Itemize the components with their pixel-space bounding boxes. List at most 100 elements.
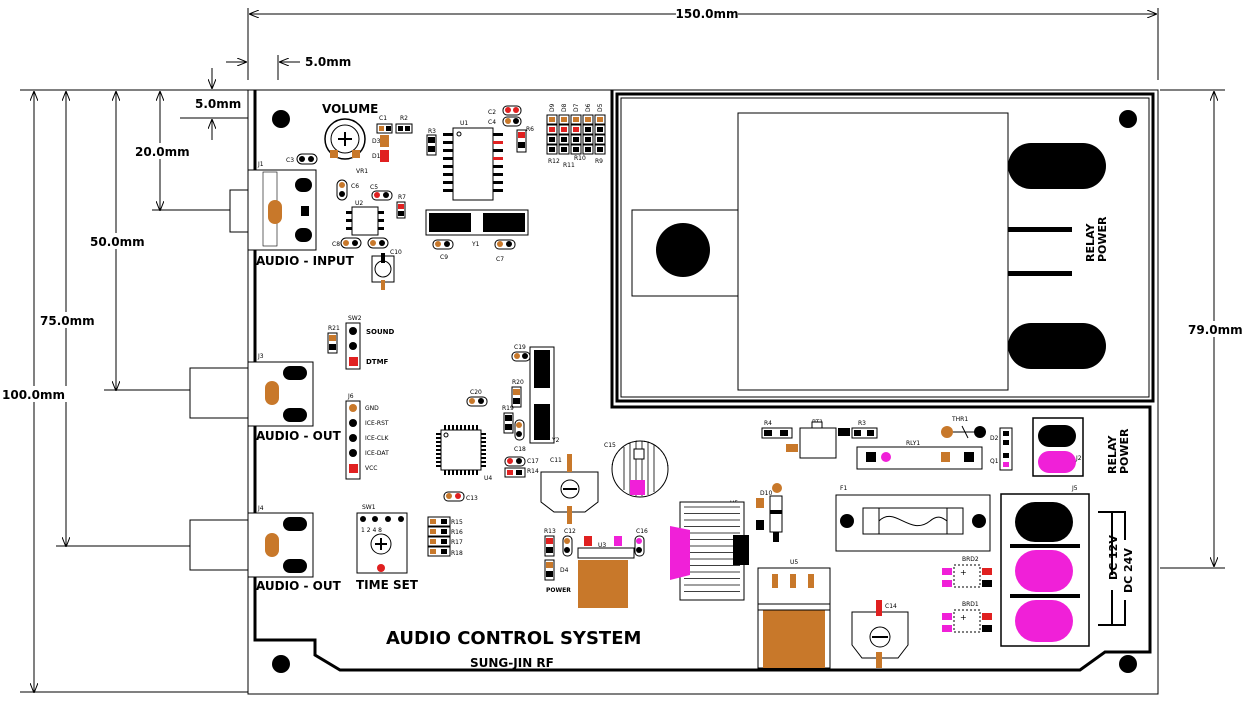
refdes-d8: D8 <box>561 103 568 112</box>
pad <box>443 157 453 160</box>
board-title: AUDIO CONTROL SYSTEM <box>386 628 641 649</box>
j6-ice-rst-label: ICE-RST <box>365 420 389 427</box>
pad <box>585 117 591 122</box>
dimension-text: 150.0mm 5.0mm 5.0mm 20.0mm 50.0mm 75.0mm… <box>0 4 1247 402</box>
pad <box>476 425 478 430</box>
refdes-c13: C13 <box>466 495 478 502</box>
pad <box>430 549 436 554</box>
refdes-u2: U2 <box>355 200 363 207</box>
pad <box>481 445 486 447</box>
audio-out-label-2: AUDIO - OUT <box>256 579 342 593</box>
pad <box>444 470 446 475</box>
pad <box>468 470 470 475</box>
refdes-c18: C18 <box>514 446 526 453</box>
pad <box>493 133 503 136</box>
pad <box>481 441 486 443</box>
pad <box>493 181 503 184</box>
connector-j4: J4 AUDIO - OUT <box>189 505 342 593</box>
refdes-c20: C20 <box>470 389 482 396</box>
refdes-r16: R16 <box>451 529 463 536</box>
refdes-c7: C7 <box>496 256 504 263</box>
pad <box>436 441 441 443</box>
bridge-brd2: BRD2 + <box>942 556 992 588</box>
refdes-u5-lower: U5 <box>790 559 798 566</box>
pad <box>597 147 603 152</box>
audio-out-label-1: AUDIO - OUT <box>256 429 342 443</box>
pad <box>430 519 436 524</box>
capacitor-c11: C11 <box>540 454 599 524</box>
pad <box>456 470 458 475</box>
pad <box>436 453 441 455</box>
refdes-c1: C1 <box>379 115 387 122</box>
pad <box>549 127 555 132</box>
pad <box>493 165 503 168</box>
dim-height-50: 50.0mm <box>90 235 145 249</box>
pad <box>430 539 436 544</box>
refdes-r21: R21 <box>328 325 340 332</box>
pad <box>493 173 503 176</box>
chip-u1: U1 <box>443 120 503 201</box>
pad <box>443 149 453 152</box>
refdes-c6: C6 <box>351 183 359 190</box>
power-label: POWER <box>546 587 571 594</box>
pad <box>468 425 470 430</box>
relay-power-label-2: RELAYPOWER <box>1106 428 1131 474</box>
pad <box>441 549 447 554</box>
refdes-j2: J2 <box>1075 455 1082 462</box>
refdes-sw1: SW1 <box>362 504 376 511</box>
refdes-c17: C17 <box>527 458 539 465</box>
refdes-c8: C8 <box>332 241 340 248</box>
pad <box>443 173 453 176</box>
pad <box>443 141 453 144</box>
j6-ice-dat-label: ICE-DAT <box>365 450 389 457</box>
mounting-hole <box>1119 655 1137 673</box>
pad <box>493 157 503 160</box>
volume-label: VOLUME <box>322 102 378 116</box>
refdes-d5: D5 <box>597 103 604 112</box>
refdes-r18: R18 <box>451 550 463 557</box>
dim-width-total: 150.0mm <box>676 7 739 21</box>
refdes-r3: R3 <box>428 128 436 135</box>
refdes-f1: F1 <box>840 485 847 492</box>
refdes-r20: R20 <box>512 379 524 386</box>
refdes-c19: C19 <box>514 344 526 351</box>
refdes-c15: C15 <box>604 442 616 449</box>
refdes-q1: Q1 <box>990 458 999 465</box>
refdes-brd1: BRD1 <box>962 601 979 608</box>
pad <box>597 117 603 122</box>
refdes-r7: R7 <box>398 194 406 201</box>
pad <box>585 147 591 152</box>
pad <box>436 449 441 451</box>
pad <box>444 425 446 430</box>
components-near-u1: C2 C4 R6 Y1 C9 C7 <box>425 105 534 263</box>
pad <box>436 465 441 467</box>
pad <box>476 470 478 475</box>
dim-height-20: 20.0mm <box>135 145 190 159</box>
diode-array: D9 D8 D7 D6 D5 R12 R10 R11 R9 <box>546 103 606 169</box>
pad <box>472 470 474 475</box>
relay-power-inner <box>620 97 1150 398</box>
pad <box>427 536 451 547</box>
relay-section: R4 PT1 R3 THR1 RLY1 D2 Q1 J2 RELAYPOWER <box>761 416 1131 477</box>
pad <box>443 181 453 184</box>
pad <box>436 437 441 439</box>
pad <box>427 526 451 537</box>
refdes-c3: C3 <box>286 157 294 164</box>
pad <box>549 137 555 142</box>
refdes-r6: R6 <box>526 126 534 133</box>
pad <box>452 425 454 430</box>
pad <box>573 117 579 122</box>
pad <box>481 457 486 459</box>
dim-height-79: 79.0mm <box>1188 323 1243 337</box>
pad <box>585 127 591 132</box>
refdes-u4: U4 <box>484 475 492 482</box>
power-area-u3: R13 C12 D4 POWER U3 C16 <box>544 528 648 608</box>
refdes-d7: D7 <box>573 103 580 112</box>
refdes-d6: D6 <box>585 103 592 112</box>
dim-edge-offset-top: 5.0mm <box>195 97 241 111</box>
refdes-d4: D4 <box>560 567 569 574</box>
relay-power-label-1: RELAYPOWER <box>1084 216 1109 262</box>
refdes-r19: R19 <box>502 405 514 412</box>
refdes-rly1: RLY1 <box>906 440 920 447</box>
small-components: C1 R2 D3 D1 C3 C6 C5 R7 U2 C8 C10 R3 <box>286 115 437 290</box>
